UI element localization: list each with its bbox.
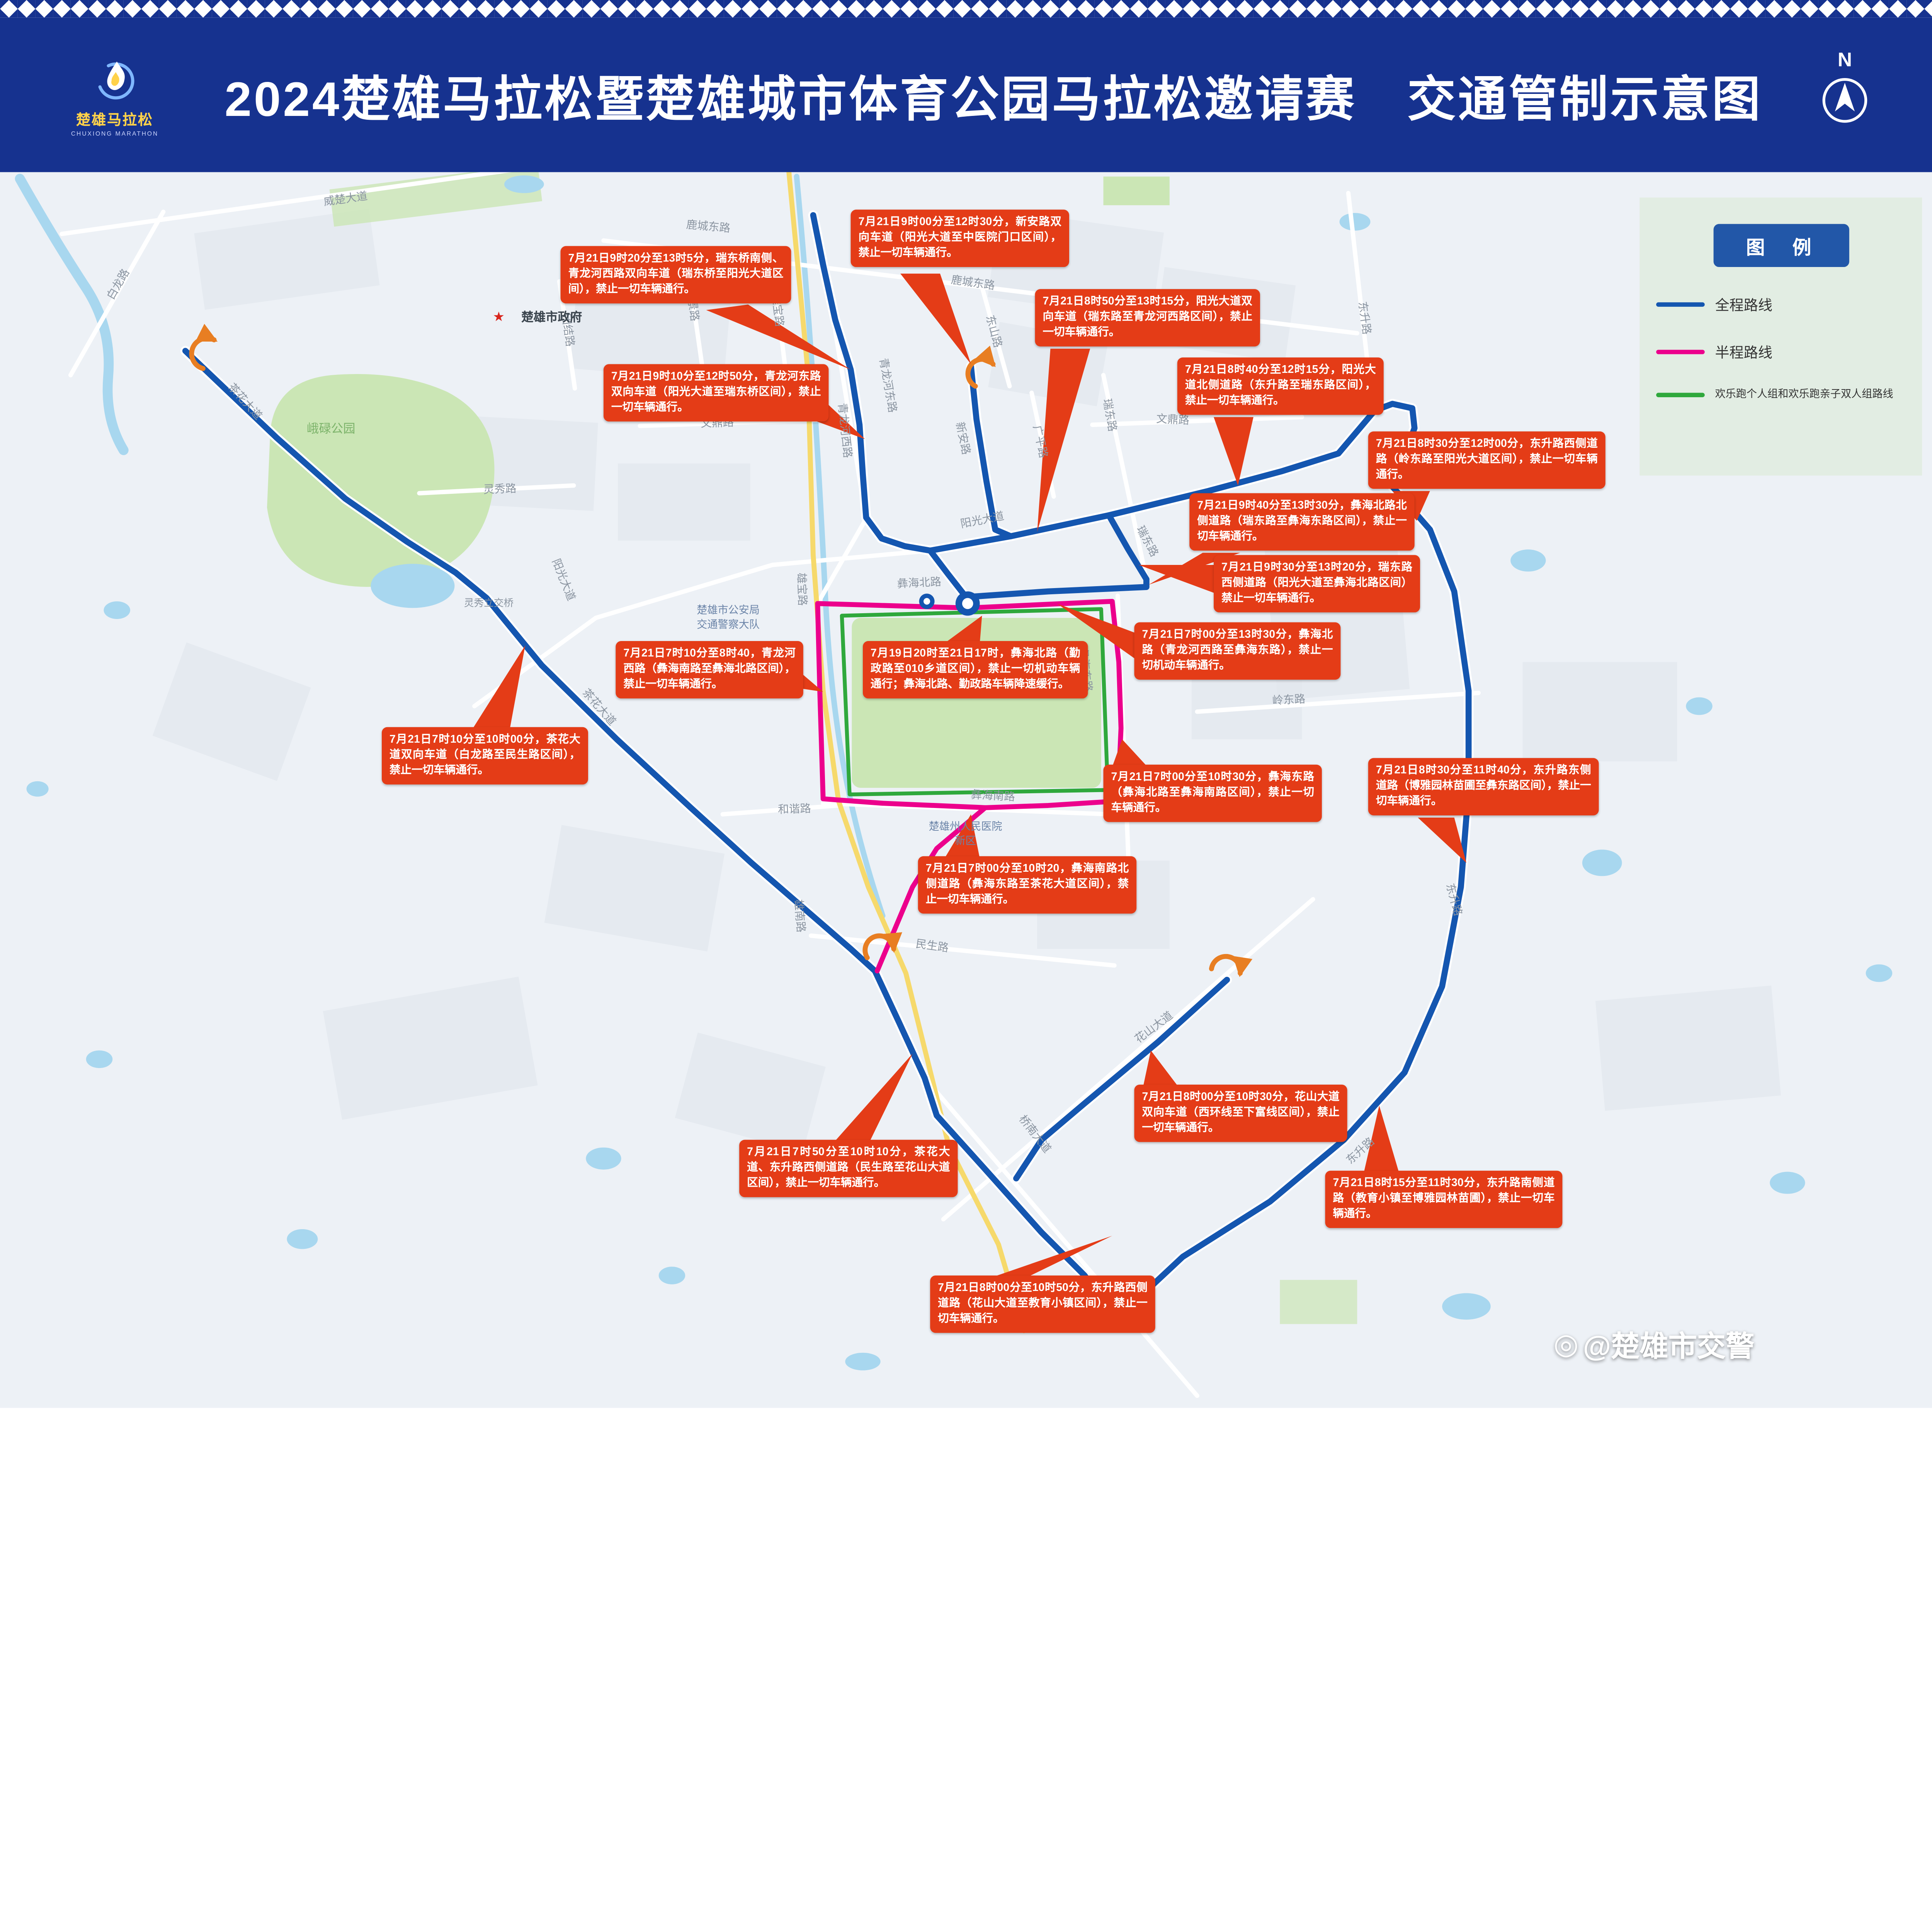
fun-run-line-swatch — [1656, 393, 1705, 398]
callout-yihai-beilu-north: 7月21日9时40分至13时30分，彝海北路北侧道路（瑞东路至彝海东路区间），禁… — [1189, 493, 1415, 551]
landmark-police-line1: 楚雄市公安局 — [697, 604, 760, 617]
callout-dongsheng-west: 7月21日8时30分至12时00分，东升路西侧道路（岭东路至阳光大道区间），禁止… — [1368, 431, 1605, 489]
landmark-government: 楚雄市政府 — [521, 311, 582, 325]
callout-chahua-dadao: 7月21日7时10分至10时00分，茶花大道双向车道（白龙路至民生路区间），禁止… — [382, 727, 588, 785]
callout-huashan-dadao: 7月21日8时00分至10时30分，花山大道双向车道（西环线至下富线区间），禁止… — [1134, 1084, 1347, 1142]
watermark: ◎ @楚雄市交警 — [1554, 1324, 1755, 1365]
landmark-hospital-line1: 楚雄州人民医院 — [929, 821, 1002, 833]
legend-title: 图 例 — [1713, 224, 1849, 267]
header: 楚雄马拉松 CHUXIONG MARATHON 2024楚雄马拉松暨楚雄城市体育… — [0, 17, 1932, 172]
callout-yangguang-north: 7月21日8时40分至12时15分，阳光大道北侧道路（东升路至瑞东路区间），禁止… — [1177, 357, 1384, 415]
callout-qinglonghe-xilu: 7月21日7时10分至8时40，青龙河西路（彝海南路至彝海北路区间），禁止一切车… — [616, 641, 803, 699]
logo-torch-icon — [98, 61, 134, 99]
legend-label: 半程路线 — [1715, 344, 1773, 361]
landmark-police-line2: 交通警察大队 — [697, 619, 760, 631]
legend-item-half-course: 半程路线 — [1656, 341, 1905, 362]
road-label: 灵秀路 — [483, 483, 517, 497]
logo-name-en: CHUXIONG MARATHON — [71, 131, 159, 138]
legend-item-full-course: 全程路线 — [1656, 294, 1905, 315]
traffic-control-map-poster: 威楚大道 白龙路 茶花大道 鹿城东路 鹿城东路 胜景路 团结路 东山路 雄宝路 … — [0, 0, 1932, 1408]
callout-dongsheng-south: 7月21日8时15分至11时30分，东升路南侧道路（教育小镇至博雅园林苗圃），禁… — [1325, 1170, 1563, 1228]
government-star-icon: ★ — [493, 309, 505, 325]
callout-chahua-dongsheng: 7月21日7时50分至10时10分，茶花大道、东升路西侧道路（民生路至花山大道区… — [739, 1139, 958, 1197]
callout-yihai-nanlu: 7月21日7时00分至10时20，彝海南路北侧道路（彝海东路至茶花大道区间），禁… — [918, 856, 1137, 914]
u-turn-arrows — [189, 324, 1253, 977]
road-label: 岭东路 — [1272, 694, 1306, 708]
callout-qinglonghe-donglu: 7月21日9时10分至12时50分，青龙河东路双向车道（阳光大道至瑞东桥区间），… — [603, 364, 829, 422]
decorative-zigzag-border — [0, 0, 1932, 18]
callout-dongsheng-west2: 7月21日8时00分至10时50分，东升路西侧道路（花山大道至教育小镇区间），禁… — [930, 1275, 1155, 1333]
callout-yihai-beilu: 7月21日7时00分至13时30分，彝海北路（青龙河西路至彝海东路），禁止一切机… — [1134, 622, 1341, 680]
elu-park-area — [267, 374, 495, 587]
compass-north-label: N — [1837, 48, 1852, 71]
callout-xinanlu: 7月21日9时00分至12时30分，新安路双向车道（阳光大道至中医院门口区间），… — [850, 209, 1069, 267]
landmark-elu-park: 峨碌公园 — [306, 422, 355, 436]
legend-item-fun-run: 欢乐跑个人组和欢乐跑亲子双人组路线 — [1656, 388, 1905, 402]
road-label: 雄南路 — [791, 899, 806, 933]
logo-name-cn: 楚雄马拉松 — [76, 111, 153, 128]
half-course-line-swatch — [1656, 349, 1705, 354]
legend-label: 欢乐跑个人组和欢乐跑亲子双人组路线 — [1715, 388, 1893, 401]
legend-label: 全程路线 — [1715, 297, 1773, 313]
u-turn-arrow-huashan — [1209, 954, 1253, 977]
callout-ruidongqiao: 7月21日9时20分至13时5分，瑞东桥南侧、青龙河西路双向车道（瑞东桥至阳光大… — [560, 246, 791, 304]
callout-yihai-donglu: 7月21日7时00分至10时30分，彝海东路（彝海北路至彝海南路区间），禁止一切… — [1103, 764, 1322, 822]
road-label: 彝海北路 — [897, 576, 942, 591]
main-artery-yellow-road — [786, 170, 1027, 1333]
callout-yangguang-dadao: 7月21日8时50分至13时15分，阳光大道双向车道（瑞东路至青龙河西路区间），… — [1035, 289, 1260, 347]
callout-yihai-beilu-qinzheng: 7月19日20时至21日17时，彝海北路（勤政路至010乡道区间），禁止一切机动… — [863, 641, 1088, 699]
road-label: 彝海南路 — [970, 789, 1015, 804]
legend-panel: 图 例 全程路线 半程路线 欢乐跑个人组和欢乐跑亲子双人组路线 — [1639, 197, 1922, 476]
callout-ruidonglu-west: 7月21日9时30分至13时20分，瑞东路西侧道路（阳光大道至彝海北路区间）禁止… — [1214, 555, 1420, 612]
event-logo: 楚雄马拉松 CHUXIONG MARATHON — [57, 27, 172, 166]
u-turn-arrow-minshenglu — [862, 932, 902, 961]
page-title: 2024楚雄马拉松暨楚雄城市体育公园马拉松邀请赛 交通管制示意图 — [224, 73, 1763, 127]
road-label: 和谐路 — [777, 803, 811, 817]
watermark-text: @楚雄市交警 — [1583, 1329, 1755, 1363]
landmark-hospital-line2: 新区 — [955, 835, 976, 848]
callout-dongsheng-east: 7月21日8时30分至11时40分，东升路东侧道路（博雅园林苗圃至彝东路区间），… — [1368, 758, 1599, 816]
compass-arrow-icon — [1822, 78, 1867, 123]
u-turn-arrow-xinanlu — [965, 345, 996, 389]
u-turn-arrow-start — [189, 324, 218, 371]
callout-tails — [472, 274, 1466, 1278]
start-finish-markers — [919, 591, 980, 616]
full-course-line-swatch — [1656, 301, 1705, 306]
compass: N — [1812, 49, 1878, 163]
watermark-badge-icon: ◎ — [1553, 1327, 1579, 1361]
road-label: 雄宝路 — [794, 572, 808, 606]
road-label: 灵秀立交桥 — [464, 597, 514, 609]
